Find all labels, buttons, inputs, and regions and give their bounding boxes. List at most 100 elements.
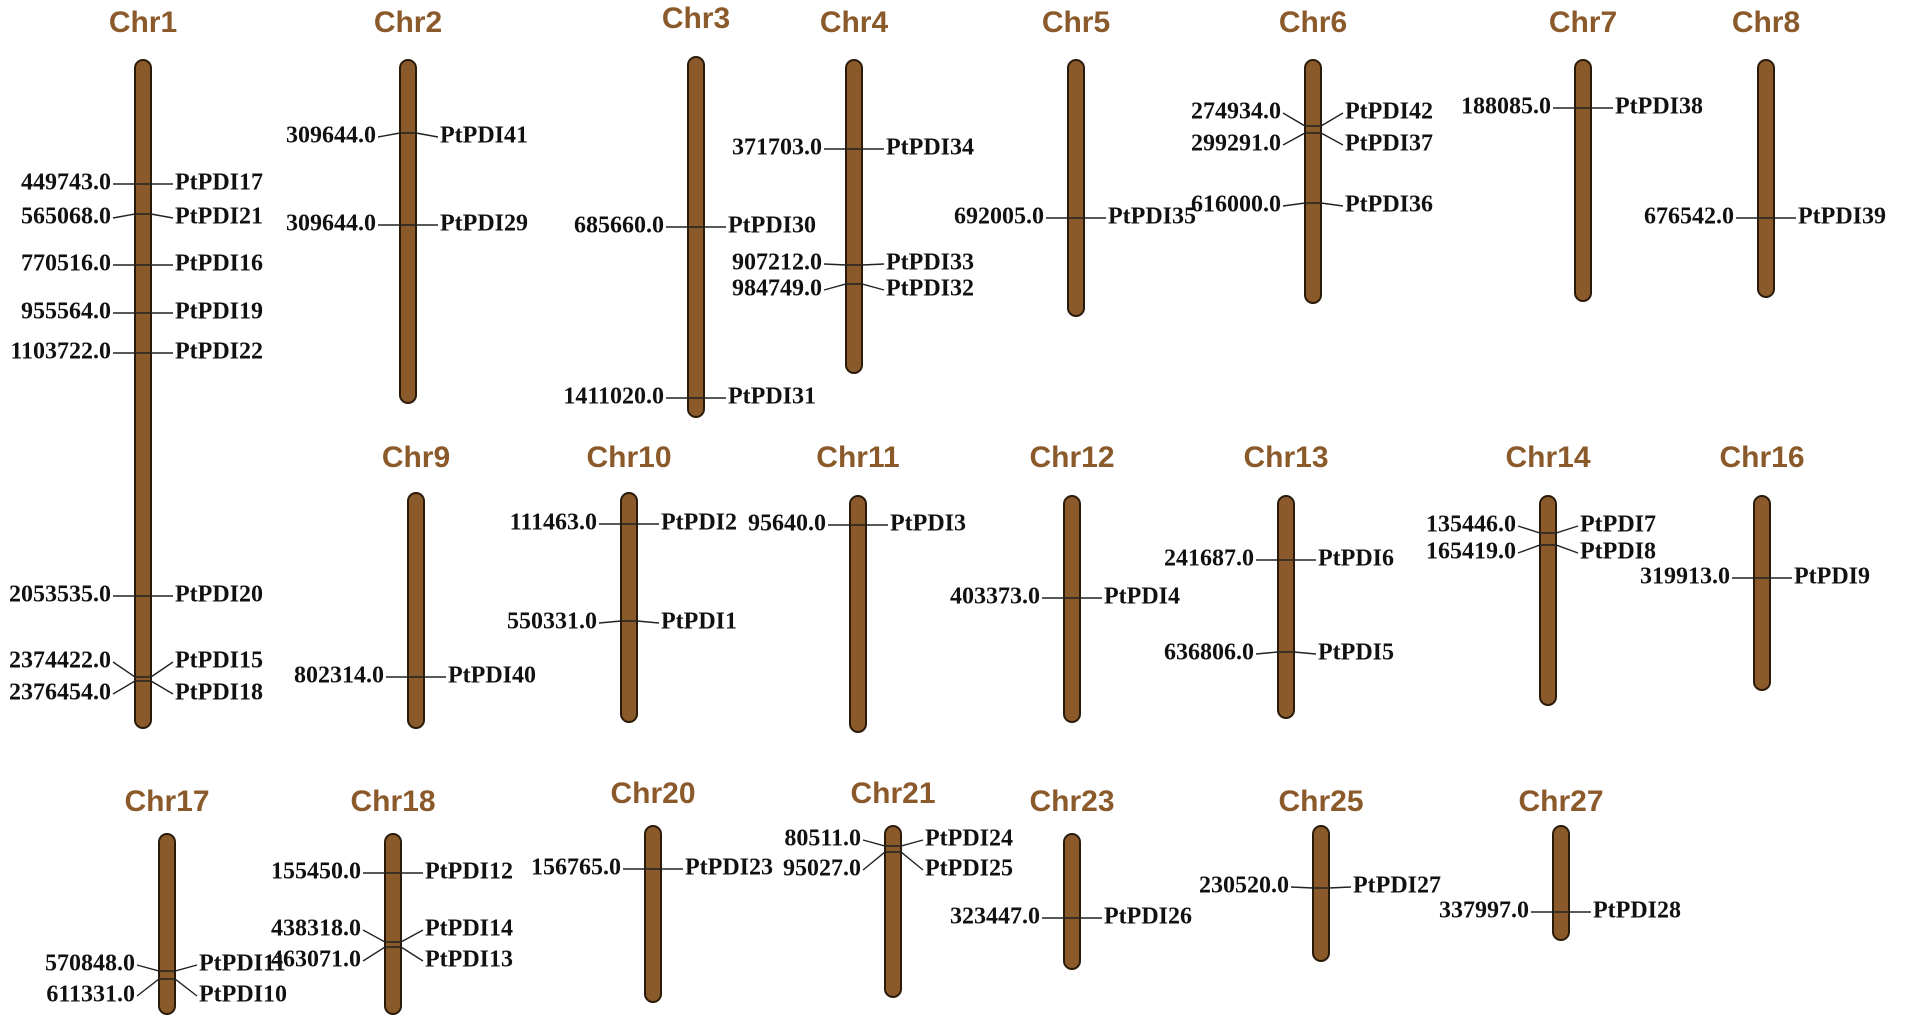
gene-name-label: PtPDI23 xyxy=(685,855,773,881)
chromosome-bar xyxy=(1753,495,1771,691)
gene-connector xyxy=(1282,132,1344,146)
gene-connector xyxy=(362,946,424,962)
chromosome-bar xyxy=(407,492,425,729)
gene-position-label: 309644.0 xyxy=(286,211,376,237)
gene-name-label: PtPDI8 xyxy=(1580,539,1656,565)
gene-connector xyxy=(1282,112,1344,127)
chromosome-title: Chr6 xyxy=(1279,6,1347,39)
gene-name-label: PtPDI13 xyxy=(425,947,513,973)
gene-name-label: PtPDI2 xyxy=(661,510,737,536)
chromosome-bar xyxy=(849,495,867,733)
gene-name-label: PtPDI27 xyxy=(1353,873,1441,899)
chromosome-title: Chr25 xyxy=(1278,785,1363,818)
gene-connector xyxy=(1255,651,1317,655)
chromosome-title: Chr23 xyxy=(1029,785,1114,818)
chromosome-title: Chr13 xyxy=(1243,441,1328,474)
gene-position-label: 319913.0 xyxy=(1640,564,1730,590)
gene-position-label: 165419.0 xyxy=(1426,539,1516,565)
gene-connector xyxy=(823,263,885,266)
chromosome-bar xyxy=(1552,825,1570,941)
gene-name-label: PtPDI24 xyxy=(925,826,1013,852)
gene-connector xyxy=(598,620,660,624)
gene-name-label: PtPDI22 xyxy=(175,339,263,365)
chromosome-title: Chr8 xyxy=(1732,6,1800,39)
chromosome-bar xyxy=(1757,59,1775,298)
gene-name-label: PtPDI5 xyxy=(1318,640,1394,666)
gene-position-label: 984749.0 xyxy=(732,276,822,302)
gene-connector xyxy=(112,661,174,678)
gene-name-label: PtPDI40 xyxy=(448,663,536,689)
gene-position-label: 611331.0 xyxy=(46,982,135,1008)
gene-position-label: 2376454.0 xyxy=(9,680,111,706)
gene-position-label: 309644.0 xyxy=(286,123,376,149)
chromosome-title: Chr2 xyxy=(374,6,442,39)
gene-name-label: PtPDI38 xyxy=(1615,94,1703,120)
chromosome-bar xyxy=(687,56,705,418)
gene-name-label: PtPDI33 xyxy=(886,250,974,276)
gene-position-label: 371703.0 xyxy=(732,135,822,161)
gene-position-label: 685660.0 xyxy=(574,213,664,239)
chromosome-bar xyxy=(158,833,176,1015)
gene-position-label: 955564.0 xyxy=(21,299,111,325)
chromosome-bar xyxy=(1574,59,1592,302)
chromosome-bar xyxy=(1539,495,1557,706)
gene-name-label: PtPDI41 xyxy=(440,123,528,149)
chromosome-bar xyxy=(644,825,662,1003)
gene-name-label: PtPDI39 xyxy=(1798,204,1886,230)
gene-position-label: 570848.0 xyxy=(45,951,135,977)
chromosome-bar xyxy=(1063,495,1081,723)
gene-connector xyxy=(377,132,439,138)
chromosome-bar xyxy=(384,833,402,1015)
gene-marker: 611331.0 PtPDI10 xyxy=(46,978,287,1008)
gene-position-label: 770516.0 xyxy=(21,251,111,277)
chromosome-title: Chr10 xyxy=(586,441,671,474)
gene-connector xyxy=(136,964,198,972)
gene-position-label: 156765.0 xyxy=(531,855,621,881)
chromosome-bar xyxy=(845,59,863,374)
gene-connector xyxy=(823,283,885,291)
gene-name-label: PtPDI6 xyxy=(1318,546,1394,572)
gene-connector xyxy=(362,929,424,943)
gene-connector xyxy=(1290,886,1352,889)
gene-position-label: 155450.0 xyxy=(271,859,361,885)
gene-position-label: 274934.0 xyxy=(1191,99,1281,125)
gene-position-label: 550331.0 xyxy=(507,609,597,635)
chromosome-bar xyxy=(1312,825,1330,962)
gene-name-label: PtPDI34 xyxy=(886,135,974,161)
chromosome-title: Chr27 xyxy=(1518,785,1603,818)
gene-connector xyxy=(112,213,174,219)
gene-name-label: PtPDI10 xyxy=(199,982,287,1008)
gene-name-label: PtPDI30 xyxy=(728,213,816,239)
gene-name-label: PtPDI36 xyxy=(1345,192,1433,218)
gene-position-label: 95027.0 xyxy=(783,856,861,882)
